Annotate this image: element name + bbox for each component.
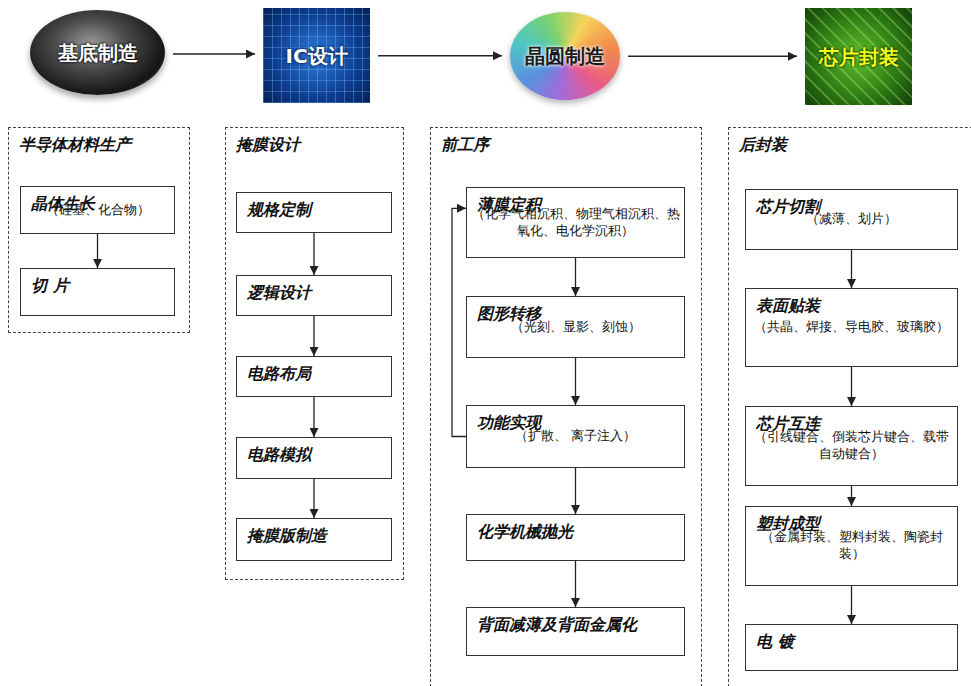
stage-group: 半导体材料生产晶体生长（硅基、化合物） 切 片	[8, 127, 190, 333]
flow-arrow	[851, 586, 852, 624]
flow-arrow	[173, 53, 255, 54]
group-title: 掩膜设计	[236, 135, 300, 156]
step-detail: （化学气相沉积、物理气相沉积、热氧化、电化学沉积）	[471, 206, 680, 240]
process-box: 图形转移（光刻、显影、刻蚀）	[466, 296, 685, 358]
process-box: 薄膜定积（化学气相沉积、物理气相沉积、热氧化、电化学沉积）	[466, 187, 685, 258]
process-box: 功能实现（扩散、 离子注入）	[466, 405, 685, 468]
step-detail: （光刻、显影、刻蚀）	[511, 319, 641, 336]
stage-group: 前工序薄膜定积（化学气相沉积、物理气相沉积、热氧化、电化学沉积） 图形转移（光刻、…	[430, 127, 702, 686]
process-box: 逻辑设计	[236, 275, 392, 316]
stage-group: 掩膜设计规格定制逻辑设计电路布局电路模拟掩膜版制造	[225, 127, 404, 580]
stage-group: 后封装芯片切割（减薄、划片） 表面贴装 （共晶、焊接、导电胶、玻璃胶） 芯片互连（引线…	[728, 127, 971, 686]
step-label: 电路模拟	[247, 445, 311, 466]
process-box: 背面减薄及背面金属化	[466, 607, 685, 656]
step-detail: （引线键合、倒装芯片键合、载带自动键合）	[750, 429, 953, 463]
step-label: 逻辑设计	[247, 283, 311, 304]
flow-arrow	[313, 233, 314, 275]
step-label: 背面减薄及背面金属化	[477, 615, 637, 636]
group-title: 半导体材料生产	[19, 135, 131, 156]
flow-arrow	[378, 55, 502, 56]
step-detail: （减薄、划片）	[806, 211, 897, 228]
step-detail: （硅基、化合物）	[46, 202, 150, 219]
process-box: 晶体生长（硅基、化合物）	[20, 186, 175, 234]
step-label: 切 片	[31, 276, 69, 297]
flow-arrow	[313, 479, 314, 518]
step-label: IC设计	[285, 43, 347, 69]
wafer-image-node: 晶圆制造	[510, 12, 620, 100]
flow-arrow	[628, 56, 797, 57]
flow-arrow	[851, 486, 852, 506]
step-label: 表面贴装	[756, 296, 820, 317]
process-box: 规格定制	[236, 192, 392, 233]
flow-arrow	[575, 358, 576, 405]
step-label: 电路布局	[247, 364, 311, 385]
flow-arrow	[313, 397, 314, 437]
step-label: 基底制造	[58, 40, 138, 66]
process-box: 塑封成型（金属封装、塑料封装、陶瓷封装）	[745, 506, 958, 586]
flow-arrow	[97, 234, 98, 268]
step-label: 化学机械抛光	[477, 522, 573, 543]
group-title: 前工序	[441, 135, 489, 156]
group-title: 后封装	[739, 135, 787, 156]
wafer-image-node: 基底制造	[30, 10, 165, 95]
flow-arrow	[851, 367, 852, 406]
flow-arrow	[575, 468, 576, 514]
step-detail: （扩散、 离子注入）	[515, 428, 636, 445]
flow-arrow	[313, 316, 314, 356]
process-box: 表面贴装 （共晶、焊接、导电胶、玻璃胶）	[745, 288, 958, 367]
process-box: 化学机械抛光	[466, 514, 685, 561]
process-box: 芯片切割（减薄、划片）	[745, 189, 958, 250]
flow-arrow	[851, 250, 852, 288]
step-label: 芯片封装	[819, 44, 899, 70]
step-label: 电 镀	[756, 632, 794, 653]
package-image-node: 芯片封装	[805, 8, 912, 105]
process-box: 电路布局	[236, 356, 392, 397]
step-detail: （共晶、焊接、导电胶、玻璃胶）	[754, 319, 949, 336]
process-box: 电路模拟	[236, 437, 392, 479]
process-box: 切 片	[20, 268, 175, 316]
step-label: 掩膜版制造	[247, 526, 327, 547]
chip-image-node: IC设计	[263, 8, 370, 103]
step-label: 晶圆制造	[525, 43, 605, 69]
step-detail: （金属封装、塑料封装、陶瓷封装）	[750, 529, 953, 563]
process-box: 掩膜版制造	[236, 518, 392, 561]
step-label: 规格定制	[247, 200, 311, 221]
flow-arrow	[575, 258, 576, 296]
process-box: 芯片互连（引线键合、倒装芯片键合、载带自动键合）	[745, 406, 958, 486]
flow-arrow	[575, 561, 576, 607]
flow-arrow	[452, 208, 466, 436]
process-box: 电 镀	[745, 624, 958, 671]
